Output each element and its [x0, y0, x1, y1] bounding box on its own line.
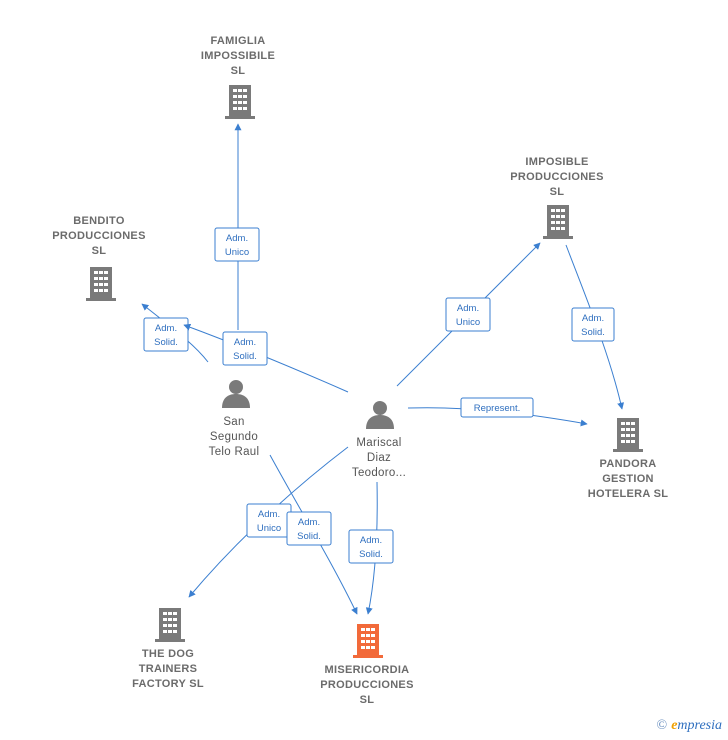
edge-label-text: Adm. [258, 509, 280, 520]
node-pandora[interactable]: PANDORA GESTION HOTELERA SL [588, 418, 669, 500]
edge-label-box[interactable] [571, 307, 615, 342]
building-icon[interactable] [225, 85, 255, 119]
node-label: SL [231, 65, 246, 77]
building-icon[interactable] [86, 267, 116, 301]
node-label: SL [550, 186, 565, 198]
node-label: Telo Raul [209, 446, 260, 458]
node-label: Mariscal [356, 437, 401, 449]
edge-label-text: Solid. [154, 337, 178, 348]
edge-label-text: Adm. [457, 303, 479, 314]
edge-mariscal-thedog[interactable]: Adm. Unico [188, 446, 349, 598]
edge-label-text: Adm. [298, 517, 320, 528]
node-label: HOTELERA SL [588, 488, 669, 500]
edge-label-text: Solid. [359, 549, 383, 560]
node-label: PRODUCCIONES [320, 679, 413, 691]
edge-label-text: Unico [257, 523, 281, 534]
person-icon[interactable] [222, 380, 250, 408]
edge-label-text: Adm. [226, 233, 248, 244]
edge-label-text: Adm. [360, 535, 382, 546]
node-imposible[interactable]: IMPOSIBLE PRODUCCIONES SL [510, 156, 603, 239]
edge-label-text: Adm. [155, 323, 177, 334]
node-label: Teodoro... [352, 467, 406, 479]
edge-label-box[interactable] [143, 317, 189, 352]
edge-imposible-pandora[interactable]: Adm. Solid. [565, 244, 625, 410]
node-label: Diaz [367, 452, 391, 464]
node-misericordia[interactable]: MISERICORDIA PRODUCCIONES SL [320, 624, 413, 706]
edge-mariscal-pandora[interactable]: Represent. [407, 397, 588, 427]
edge-label-text: Adm. [582, 313, 604, 324]
building-icon[interactable] [613, 418, 643, 452]
edge-label-text: Unico [456, 317, 480, 328]
edge-label-box[interactable] [222, 331, 268, 366]
node-label: THE DOG [142, 648, 194, 660]
building-icon[interactable] [353, 624, 383, 658]
nodes-layer: FAMIGLIA IMPOSSIBILE SL BENDITO PRODUCCIONES… [52, 35, 668, 706]
building-icon[interactable] [543, 205, 573, 239]
node-thedog[interactable]: THE DOG TRAINERS FACTORY SL [132, 608, 204, 690]
building-icon[interactable] [155, 608, 185, 642]
node-label: PRODUCCIONES [510, 171, 603, 183]
edge-san-bendito[interactable]: Adm. Solid. [141, 303, 209, 363]
edge-label-box[interactable] [445, 297, 491, 332]
copyright-symbol: © [656, 718, 668, 733]
edge-mariscal-imposible[interactable]: Adm. Unico [396, 242, 541, 387]
person-icon[interactable] [366, 401, 394, 429]
footer-brand[interactable]: © empresia [657, 718, 722, 734]
node-label: FACTORY SL [132, 678, 204, 690]
node-label: BENDITO [73, 215, 125, 227]
node-bendito[interactable]: BENDITO PRODUCCIONES SL [52, 215, 145, 301]
node-label: Segundo [210, 431, 258, 443]
node-label: SL [92, 245, 107, 257]
node-famiglia[interactable]: FAMIGLIA IMPOSSIBILE SL [201, 35, 275, 119]
edge-label-box[interactable] [460, 397, 534, 418]
node-label: IMPOSSIBILE [201, 50, 275, 62]
node-label: SL [360, 694, 375, 706]
edge-label-text: Solid. [233, 351, 257, 362]
edge-label-box[interactable] [348, 529, 394, 564]
node-label: IMPOSIBLE [525, 156, 588, 168]
edge-label-box[interactable] [286, 511, 332, 546]
edge-label-text: Solid. [581, 327, 605, 338]
edge-san-misericordia[interactable]: Adm. Solid. [269, 454, 358, 615]
edge-san-famiglia[interactable]: Adm. Unico [214, 123, 260, 330]
node-label: PANDORA [600, 458, 657, 470]
node-label: PRODUCCIONES [52, 230, 145, 242]
edge-label-text: Unico [225, 247, 249, 258]
edge-label-box[interactable] [214, 227, 260, 262]
node-mariscal[interactable]: MariscalDiazTeodoro... [352, 401, 406, 479]
node-label: TRAINERS [139, 663, 198, 675]
node-label: San [223, 416, 244, 428]
edge-label-text: Represent. [474, 403, 520, 414]
brand-logo: empresia [671, 718, 722, 733]
edge-mariscal-misericordia[interactable]: Adm. Solid. [348, 481, 394, 615]
edge-label-text: Adm. [234, 337, 256, 348]
node-label: GESTION [602, 473, 654, 485]
edge-label-text: Solid. [297, 531, 321, 542]
node-label: FAMIGLIA [211, 35, 266, 47]
node-label: MISERICORDIA [325, 664, 410, 676]
edge-mariscal-bendito[interactable]: Adm. Solid. [183, 323, 349, 393]
